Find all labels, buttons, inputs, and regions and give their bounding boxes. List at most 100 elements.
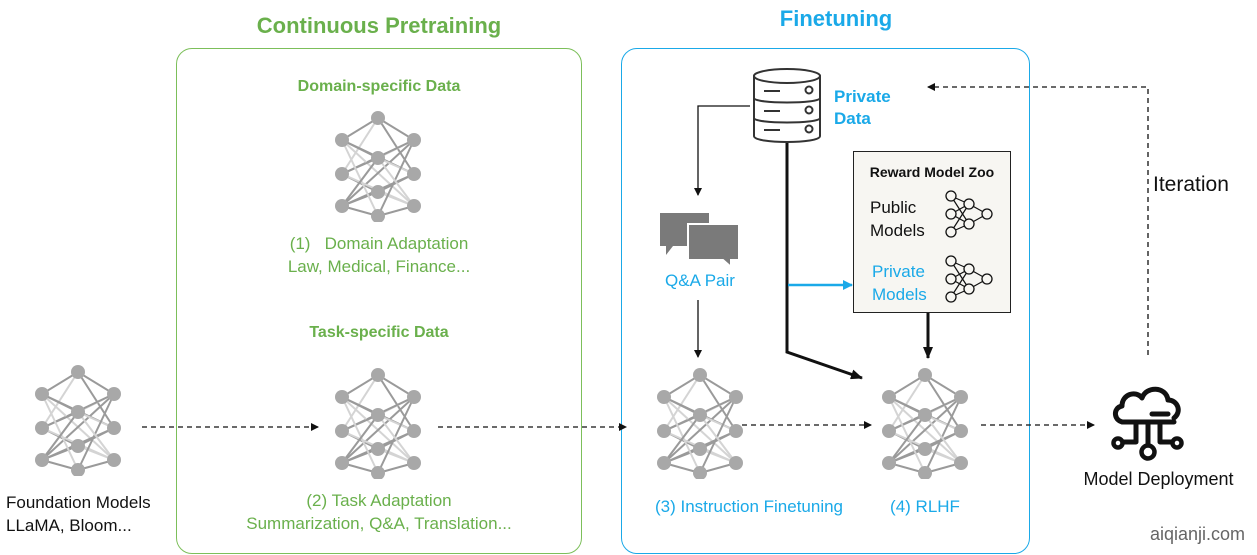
nn-node bbox=[335, 133, 349, 147]
nn-node bbox=[657, 456, 671, 470]
reward-model-zoo: Reward Model Zoo Public Models Private M… bbox=[853, 151, 1011, 313]
nn-node bbox=[335, 390, 349, 404]
nn-edge bbox=[41, 393, 79, 471]
domain-step: (1) Domain Adaptation bbox=[289, 234, 469, 253]
nn-node bbox=[371, 466, 385, 479]
nn-node bbox=[335, 167, 349, 181]
arrow-data-to-rlhf bbox=[785, 143, 863, 380]
nn-edge bbox=[41, 411, 79, 461]
nn-edge bbox=[699, 414, 737, 464]
nn-edge bbox=[341, 139, 415, 207]
iteration-label: Iteration bbox=[1153, 173, 1229, 196]
nn-node bbox=[882, 424, 896, 438]
nn-node bbox=[71, 463, 85, 476]
instruction-finetuning-label: (3) Instruction Finetuning bbox=[654, 497, 844, 516]
nn-edge bbox=[888, 374, 926, 398]
finetuning-box bbox=[621, 48, 1030, 554]
nn-edge bbox=[888, 396, 926, 474]
nn-edge bbox=[77, 371, 115, 429]
task-examples: Summarization, Q&A, Translation... bbox=[246, 514, 512, 533]
domain-data-label: Domain-specific Data bbox=[297, 78, 461, 95]
nn-edge bbox=[341, 396, 379, 474]
nn-node bbox=[945, 226, 957, 238]
finetuning-title: Finetuning bbox=[779, 6, 893, 31]
nn-node bbox=[918, 466, 932, 479]
private-data-label: Private Data bbox=[834, 87, 891, 128]
nn-icon-instruction bbox=[657, 368, 743, 479]
nn-edge bbox=[341, 374, 379, 398]
task-step: (2) Task Adaptation bbox=[306, 491, 452, 510]
nn-node bbox=[407, 424, 421, 438]
nn-node bbox=[981, 208, 993, 220]
nn-node bbox=[407, 199, 421, 213]
nn-icon-rlhf bbox=[882, 368, 968, 479]
nn-edge bbox=[377, 396, 415, 474]
nn-node bbox=[371, 185, 385, 199]
pretraining-box bbox=[176, 48, 582, 554]
nn-edge bbox=[341, 117, 379, 175]
nn-node bbox=[693, 408, 707, 422]
nn-node bbox=[407, 456, 421, 470]
nn-node bbox=[945, 255, 957, 267]
reward-zoo-title: Reward Model Zoo bbox=[869, 164, 995, 180]
nn-edge bbox=[699, 374, 737, 398]
foundation-label: Foundation Models LLaMA, Bloom... bbox=[6, 491, 151, 537]
model-deployment-label: Model Deployment bbox=[1083, 469, 1234, 489]
nn-node bbox=[954, 424, 968, 438]
nn-edge bbox=[924, 396, 962, 474]
chat-bubbles-icon bbox=[660, 213, 740, 268]
nn-edge bbox=[341, 414, 379, 464]
nn-node bbox=[71, 365, 85, 379]
nn-edge bbox=[41, 371, 79, 395]
nn-node bbox=[107, 421, 121, 435]
qa-pair-label: Q&A Pair bbox=[665, 271, 735, 290]
watermark: aiqianji.com bbox=[1150, 524, 1246, 544]
foundation-title: Foundation Models bbox=[6, 493, 151, 512]
nn-node bbox=[407, 390, 421, 404]
nn-edge bbox=[663, 414, 701, 464]
nn-node bbox=[335, 456, 349, 470]
nn-node bbox=[371, 209, 385, 222]
nn-node bbox=[945, 291, 957, 303]
foundation-examples: LLaMA, Bloom... bbox=[6, 516, 132, 535]
nn-node bbox=[693, 442, 707, 456]
nn-node bbox=[407, 133, 421, 147]
nn-edge bbox=[341, 117, 379, 141]
nn-edge bbox=[924, 374, 962, 432]
nn-edge bbox=[924, 414, 962, 464]
nn-node bbox=[71, 439, 85, 453]
nn-node bbox=[35, 421, 49, 435]
nn-icon-task bbox=[335, 368, 421, 479]
nn-node bbox=[35, 387, 49, 401]
nn-edge bbox=[663, 396, 701, 474]
nn-edge bbox=[699, 374, 737, 432]
arrow-data-to-qa bbox=[694, 105, 750, 196]
domain-examples: Law, Medical, Finance... bbox=[287, 257, 471, 276]
iteration-loop bbox=[927, 83, 1149, 355]
nn-node bbox=[693, 466, 707, 479]
nn-node bbox=[657, 390, 671, 404]
private-models-label: Private Models bbox=[872, 262, 927, 304]
public-models-label: Public Models bbox=[870, 198, 925, 240]
nn-edge bbox=[341, 157, 379, 207]
nn-node bbox=[918, 442, 932, 456]
nn-node bbox=[945, 208, 957, 220]
nn-edge bbox=[377, 157, 415, 207]
nn-node bbox=[371, 442, 385, 456]
rlhf-label: (4) RLHF bbox=[890, 497, 960, 516]
nn-node bbox=[729, 456, 743, 470]
nn-node bbox=[945, 273, 957, 285]
nn-node bbox=[918, 368, 932, 382]
nn-edge bbox=[41, 371, 79, 429]
nn-edge bbox=[663, 374, 701, 398]
nn-edge bbox=[377, 139, 415, 217]
nn-node bbox=[954, 456, 968, 470]
nn-node bbox=[729, 424, 743, 438]
nn-node bbox=[918, 408, 932, 422]
cloud-deployment-icon bbox=[1111, 386, 1184, 461]
nn-node bbox=[371, 151, 385, 165]
nn-edge bbox=[77, 393, 115, 471]
nn-edge bbox=[888, 374, 926, 432]
nn-node bbox=[963, 198, 975, 210]
